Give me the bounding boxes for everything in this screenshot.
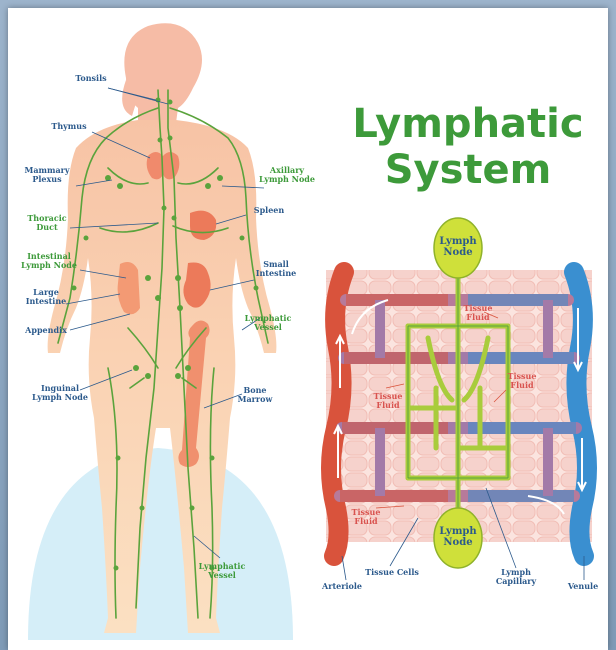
label-mammary-plexus: Mammary Plexus — [18, 166, 76, 184]
label-arteriole: Arteriole — [312, 582, 372, 591]
label-tissue-fluid-2: Tissue Fluid — [502, 372, 542, 390]
title-line-1: Lymphatic — [328, 102, 608, 146]
venule-vessel — [574, 272, 587, 556]
label-tissue-cells: Tissue Cells — [360, 568, 424, 577]
label-appendix: Appendix — [18, 326, 74, 335]
title-line-2: System — [328, 148, 608, 192]
label-tissue-fluid-1: Tissue Fluid — [458, 304, 498, 322]
label-spleen: Spleen — [244, 206, 294, 215]
label-lymph-node-bottom: Lymph Node — [434, 526, 482, 548]
label-tissue-fluid-4: Tissue Fluid — [346, 508, 386, 526]
label-intestinal-lymph-node: Intestinal Lymph Node — [16, 252, 82, 270]
label-inguinal-lymph-node: Inguinal Lymph Node — [30, 384, 90, 402]
label-small-intestine: Small Intestine — [248, 260, 304, 278]
label-venule: Venule — [558, 582, 608, 591]
label-axillary-lymph-node: Axillary Lymph Node — [258, 166, 316, 184]
label-tissue-fluid-3: Tissue Fluid — [368, 392, 408, 410]
label-tonsils: Tonsils — [66, 74, 116, 83]
label-thymus: Thymus — [44, 122, 94, 131]
label-lymphatic-vessel-upper: Lymphatic Vessel — [240, 314, 296, 332]
label-large-intestine: Large Intestine — [18, 288, 74, 306]
ground-circle — [28, 448, 293, 640]
label-lymph-node-top: Lymph Node — [434, 236, 482, 258]
arteriole-vessel — [331, 272, 344, 556]
diagram-card: Lymphatic System Tonsils Thymus Mammary … — [8, 8, 608, 650]
label-lymphatic-vessel-lower: Lymphatic Vessel — [192, 562, 252, 580]
label-bone-marrow: Bone Marrow — [230, 386, 280, 404]
label-lymph-capillary: Lymph Capillary — [490, 568, 542, 586]
label-thoracic-duct: Thoracic Duct — [22, 214, 72, 232]
